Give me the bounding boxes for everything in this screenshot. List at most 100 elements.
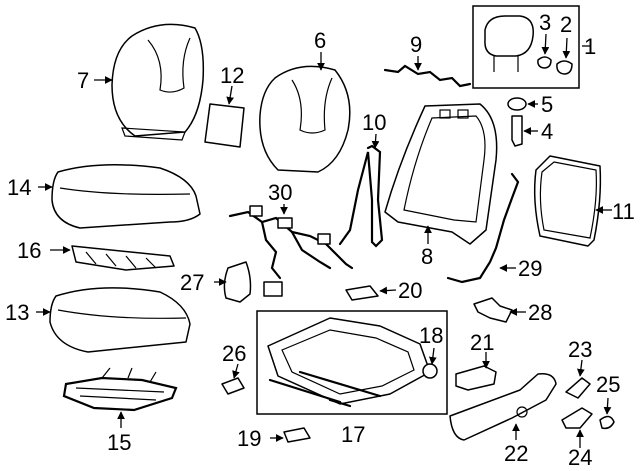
seat-cushion-cover-seam xyxy=(59,187,191,195)
track-group-box xyxy=(256,310,448,415)
headrest-group xyxy=(472,5,591,89)
back-cushion-pad-seam xyxy=(291,77,333,134)
guide-4[interactable] xyxy=(511,115,523,147)
callout-30: 30 xyxy=(268,180,292,205)
knob-26[interactable] xyxy=(221,377,245,395)
part-22 xyxy=(449,372,557,441)
seat-back-cover[interactable] xyxy=(111,23,205,137)
callout-7: 7 xyxy=(77,68,89,93)
rod-10[interactable] xyxy=(338,144,384,248)
spring-mat[interactable] xyxy=(62,376,178,412)
harness-connector-d xyxy=(263,281,283,297)
part-8 xyxy=(384,103,498,245)
callout-15: 15 xyxy=(107,430,131,455)
back-cushion-pad[interactable] xyxy=(259,65,351,173)
seat-back-frame-inner xyxy=(403,115,486,223)
callout-9: 9 xyxy=(410,32,422,57)
cable-29[interactable] xyxy=(446,172,520,284)
callout-19: 19 xyxy=(237,426,261,451)
leader-25 xyxy=(603,397,612,415)
harness-connector-a xyxy=(249,205,263,217)
callout-4: 4 xyxy=(541,119,553,144)
cap-25[interactable] xyxy=(599,415,615,430)
part-18 xyxy=(422,347,438,379)
part-19 xyxy=(270,427,311,443)
callout-29: 29 xyxy=(518,256,542,281)
switch-27[interactable] xyxy=(223,261,252,303)
harness-30[interactable] xyxy=(228,210,354,270)
bracket-28[interactable] xyxy=(473,297,513,323)
headrest-guide-3[interactable] xyxy=(537,56,552,69)
part-12 xyxy=(204,85,245,148)
callout-22: 22 xyxy=(504,441,528,466)
seat-cushion-cover[interactable] xyxy=(51,164,201,229)
side-shield[interactable] xyxy=(449,372,557,441)
handle-23[interactable] xyxy=(565,377,591,399)
callout-23: 23 xyxy=(568,337,592,362)
seat-cushion-pad-seam xyxy=(57,309,187,319)
part-11 xyxy=(533,155,612,247)
part-14 xyxy=(38,164,201,229)
callout-26: 26 xyxy=(222,341,246,366)
part-13 xyxy=(36,287,191,353)
heater-pad[interactable] xyxy=(71,245,175,271)
callout-27: 27 xyxy=(180,270,204,295)
part-21 xyxy=(455,352,497,391)
callout-18: 18 xyxy=(419,323,443,348)
headrest-guide-2[interactable] xyxy=(556,60,573,75)
callout-1: 1 xyxy=(584,34,596,59)
seat-back-cover-bottom xyxy=(121,127,186,141)
back-panel[interactable] xyxy=(533,155,602,247)
part-20 xyxy=(345,285,397,301)
part-16 xyxy=(50,245,175,271)
callout-3: 3 xyxy=(539,10,551,35)
fastener-18[interactable] xyxy=(422,363,438,379)
part-6 xyxy=(259,52,351,173)
trim-21[interactable] xyxy=(455,365,497,391)
callout-5: 5 xyxy=(541,92,553,117)
headrest[interactable] xyxy=(484,15,534,57)
headrest-group-box xyxy=(472,5,580,89)
leader-18 xyxy=(429,347,437,365)
leader-26 xyxy=(232,363,240,379)
harness-connector-c xyxy=(317,233,331,245)
side-shield-hole xyxy=(516,406,528,418)
leader-10 xyxy=(371,133,380,149)
leader-12 xyxy=(226,85,235,105)
seat-adjuster-frame[interactable] xyxy=(267,317,431,405)
clip-20[interactable] xyxy=(345,285,379,301)
clip-19[interactable] xyxy=(283,427,311,443)
seat-adjuster-inner xyxy=(281,329,415,395)
part-27 xyxy=(214,261,252,303)
back-pad[interactable] xyxy=(204,103,245,148)
harness-30-branch xyxy=(260,220,332,280)
seat-back-frame[interactable] xyxy=(384,103,498,245)
leader-23 xyxy=(577,359,585,377)
heater-pad-pattern xyxy=(85,251,157,269)
part-4 xyxy=(511,115,538,147)
seat-cushion-pad[interactable] xyxy=(49,287,191,353)
frame-slot-b xyxy=(457,109,469,119)
guide-5[interactable] xyxy=(507,97,527,111)
bracket-9[interactable] xyxy=(383,64,472,88)
callout-28: 28 xyxy=(528,300,552,325)
seat-back-cover-seam xyxy=(147,37,191,93)
callout-14: 14 xyxy=(7,175,31,200)
headrest-posts xyxy=(493,56,519,72)
leader-20 xyxy=(379,286,397,295)
harness-connector-b xyxy=(277,217,293,229)
part-24 xyxy=(561,407,593,448)
callout-20: 20 xyxy=(398,278,422,303)
callout-13: 13 xyxy=(5,300,29,325)
callout-11: 11 xyxy=(612,199,635,224)
part-26 xyxy=(221,363,245,395)
part-5 xyxy=(507,97,538,111)
back-panel-inner xyxy=(539,161,597,239)
handle-24[interactable] xyxy=(561,407,593,429)
part-23 xyxy=(565,359,591,399)
part-9 xyxy=(383,56,472,88)
part-25 xyxy=(599,397,615,430)
seat-adjuster-tracks xyxy=(268,370,382,408)
part-28 xyxy=(473,297,526,323)
